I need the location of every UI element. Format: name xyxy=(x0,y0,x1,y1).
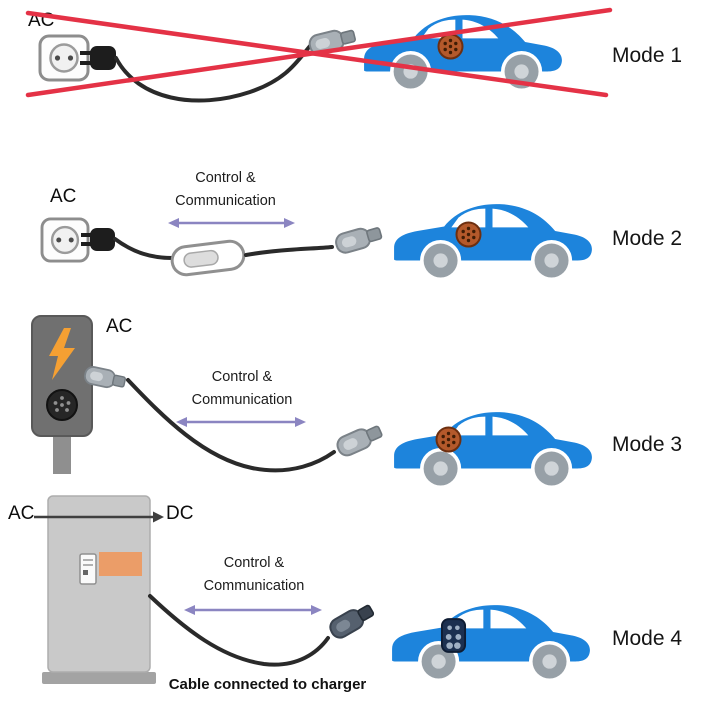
electric-car xyxy=(394,412,592,486)
mode-1-label: Mode 1 xyxy=(612,44,683,67)
electric-car xyxy=(394,204,592,278)
comm-text-mode-3: Control & Communication xyxy=(172,366,312,412)
mode-2-scene xyxy=(40,204,592,278)
electric-car xyxy=(364,15,562,89)
dc-fast-charger-cabinet xyxy=(42,495,156,684)
comm-text-mode-2: Control & Communication xyxy=(158,167,293,213)
comm-text-line1: Control & xyxy=(223,555,285,571)
cabinet-base xyxy=(42,672,156,684)
connector-nozzle-icon xyxy=(333,420,386,460)
cabinet-accent-panel xyxy=(99,552,142,576)
comm-text-line2: Communication xyxy=(191,392,293,408)
wallbox-charger xyxy=(31,315,93,474)
mode-2-label: Mode 2 xyxy=(612,227,683,250)
plug-icon xyxy=(80,46,116,70)
plug-icon xyxy=(81,228,115,251)
ac-label-mode-2: AC xyxy=(50,186,77,207)
in-cable-control-box xyxy=(170,239,246,277)
electric-car xyxy=(392,605,590,679)
comm-text-line1: Control & xyxy=(211,369,273,385)
cabinet-display xyxy=(79,553,97,585)
lightning-bolt-icon xyxy=(49,328,75,380)
mode-3-label: Mode 3 xyxy=(612,433,683,456)
mode-3-scene xyxy=(31,315,592,486)
mode-4-label: Mode 4 xyxy=(612,627,683,650)
comm-text-line2: Communication xyxy=(175,193,276,209)
charging-cable xyxy=(113,237,174,260)
comm-arrow xyxy=(184,605,322,615)
comm-arrow xyxy=(176,417,306,427)
dc-label-mode-4: DC xyxy=(166,503,194,524)
dc-connector-nozzle-icon xyxy=(326,600,378,642)
type2-port-icon xyxy=(435,426,462,453)
comm-text-mode-4: Control & Communication xyxy=(183,552,325,598)
comm-text-line2: Communication xyxy=(203,578,305,594)
ccs-port-icon xyxy=(440,618,467,653)
mode-4-scene xyxy=(34,495,590,684)
type2-port-icon xyxy=(455,221,482,248)
comm-text-line1: Control & xyxy=(195,170,256,186)
ac-label-mode-3: AC xyxy=(106,316,133,337)
charging-cable xyxy=(114,44,312,103)
ac-dc-arrow xyxy=(34,511,164,523)
charging-cable xyxy=(126,378,336,473)
type2-port-icon xyxy=(437,33,464,60)
charging-cable xyxy=(244,245,334,257)
connector-nozzle-icon xyxy=(332,222,385,256)
wallbox-stand xyxy=(53,436,71,474)
ac-label-mode-4: AC xyxy=(8,503,35,524)
wall-socket-icon xyxy=(40,217,90,263)
cable-caption: Cable connected to charger xyxy=(168,676,367,693)
wall-socket-icon xyxy=(38,34,90,82)
comm-arrow xyxy=(168,218,295,228)
mode-1-scene xyxy=(25,7,613,103)
charging-cable xyxy=(148,594,330,667)
red-cross xyxy=(25,7,613,98)
